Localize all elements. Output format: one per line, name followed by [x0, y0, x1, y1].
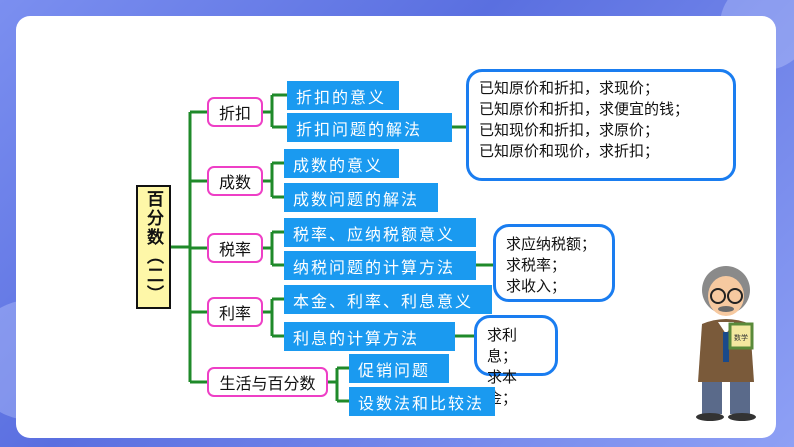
- note-line: 已知原价和现价，求折扣；: [479, 142, 660, 160]
- item-tax-meaning: 税率、应纳税额意义: [284, 218, 476, 247]
- item-assume-compare: 设数法和比较法: [349, 387, 495, 416]
- note-line: 求收入；: [506, 277, 567, 295]
- item-interest-meaning: 本金、利率、利息意义: [284, 285, 492, 314]
- teacher-illustration: 数学: [696, 266, 756, 421]
- note-line: 求税率；: [506, 256, 567, 274]
- branch-life-percent: 生活与百分数: [207, 367, 328, 397]
- note-line: 已知原价和折扣，求现价；: [479, 79, 660, 97]
- branch-interest-rate: 利率: [207, 297, 263, 327]
- branch-discount: 折扣: [207, 97, 263, 127]
- note-discount: 已知原价和折扣，求现价； 已知原价和折扣，求便宜的钱； 已知现价和折扣，求原价；…: [466, 69, 736, 181]
- note-line: 求本金；: [487, 368, 518, 407]
- root-topic: 百分数（二）: [136, 185, 171, 309]
- note-interest: 求利息； 求本金；: [474, 315, 558, 407]
- note-line: 已知原价和折扣，求便宜的钱；: [479, 100, 690, 118]
- item-discount-meaning: 折扣的意义: [287, 81, 399, 110]
- note-tax: 求应纳税额； 求税率； 求收入；: [493, 224, 615, 302]
- note-line: 求应纳税额；: [506, 235, 597, 253]
- note-line: 求利息；: [487, 326, 518, 365]
- book-sign-text: 数学: [734, 333, 748, 342]
- branch-tax-rate: 税率: [207, 233, 263, 263]
- branch-percentage: 成数: [207, 166, 263, 196]
- note-line: 已知现价和折扣，求原价；: [479, 121, 660, 139]
- item-interest-calculation: 利息的计算方法: [284, 322, 455, 351]
- item-percentage-solution: 成数问题的解法: [284, 183, 438, 212]
- item-percentage-meaning: 成数的意义: [284, 149, 399, 178]
- item-tax-calculation: 纳税问题的计算方法: [284, 251, 476, 280]
- item-promotion: 促销问题: [349, 354, 449, 383]
- item-discount-solution: 折扣问题的解法: [287, 113, 452, 142]
